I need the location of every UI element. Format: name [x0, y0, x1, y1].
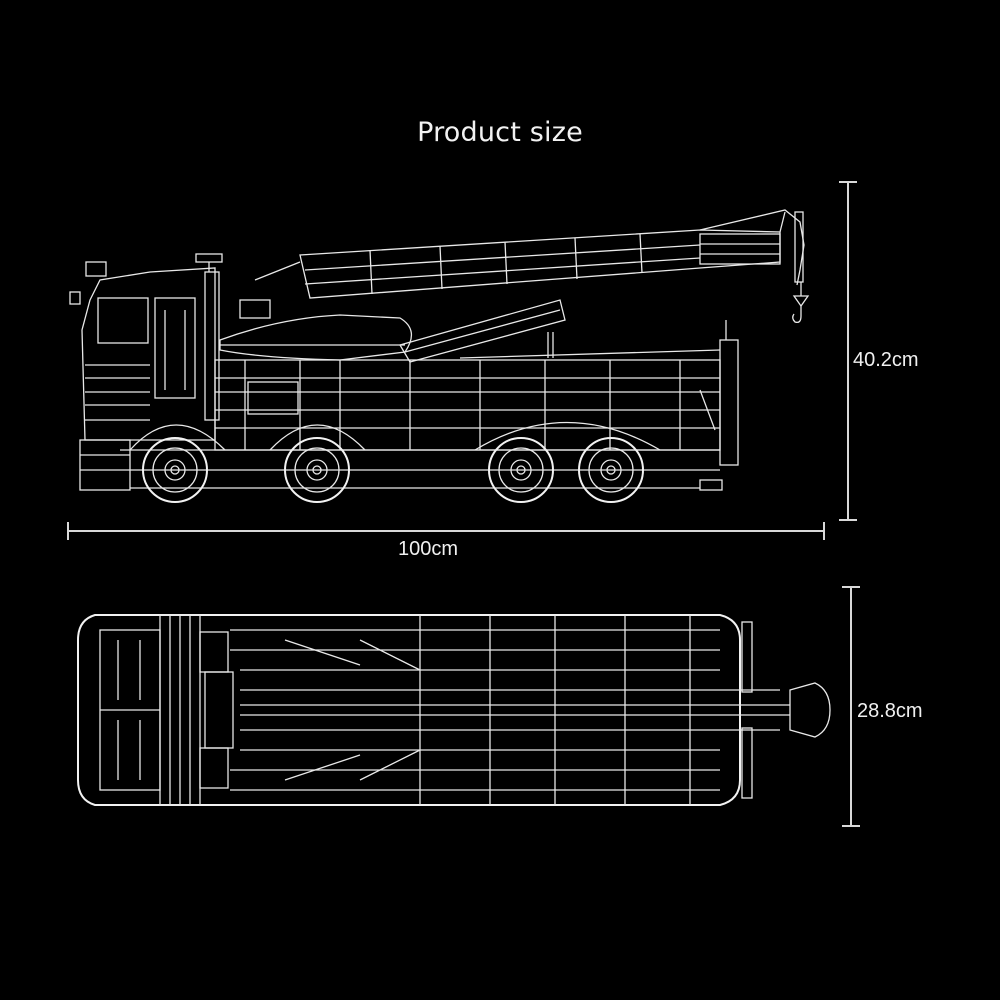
length-label: 100cm: [398, 538, 459, 560]
cylinder-body: [219, 299, 412, 361]
boom-lift-arm: [254, 261, 566, 363]
height-label: 40.2cm: [853, 349, 919, 371]
crane-boom: [299, 209, 810, 324]
height-dimension-line: [839, 181, 857, 521]
truck-cab: [69, 253, 223, 491]
page-title: Product size: [417, 117, 583, 148]
width-dimension-line: [842, 586, 860, 827]
wheels: [129, 421, 661, 503]
width-label: 28.8cm: [857, 700, 923, 722]
length-dimension-line: [67, 522, 825, 540]
top-view-drawing: [77, 614, 831, 806]
